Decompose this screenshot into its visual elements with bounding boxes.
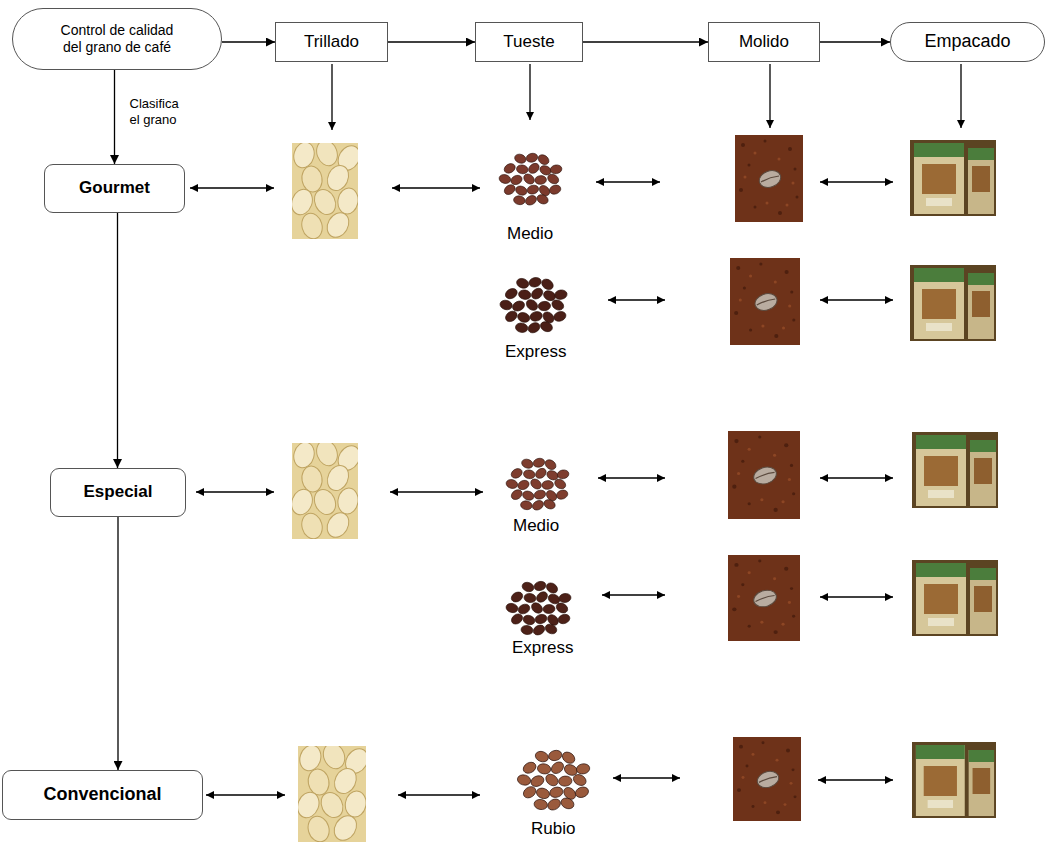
double-arrow (820, 299, 893, 300)
leader-arrows (190, 64, 961, 795)
down-arrow (960, 64, 961, 128)
node-text: Molido (739, 32, 789, 52)
process-box: Trillado (275, 22, 388, 62)
ground-coffee-photo (733, 737, 801, 821)
ground-coffee-photo (735, 135, 803, 222)
node-text: Especial (84, 482, 153, 502)
node-text: Trillado (304, 32, 359, 52)
roast-label: Express (505, 342, 566, 362)
package-photo (910, 140, 996, 216)
node-text: Convencional (43, 784, 161, 806)
process-box: Tueste (475, 22, 583, 62)
ground-coffee-photo (728, 431, 800, 519)
double-arrow (818, 779, 893, 780)
double-arrow (820, 596, 893, 597)
roast-label: Express (512, 638, 573, 658)
roasted-bean-photo (505, 580, 572, 637)
double-arrow (392, 187, 480, 188)
roast-label: Medio (513, 516, 559, 536)
green-bean-photo (288, 137, 364, 241)
flow-arrow (388, 41, 475, 42)
double-arrow (602, 594, 665, 595)
double-arrow (820, 477, 893, 478)
node-text: Empacado (924, 31, 1010, 53)
node-text: Gourmet (79, 178, 150, 198)
green-bean-photo (288, 437, 364, 541)
flow-arrow (117, 517, 118, 770)
roasted-bean-photo (516, 749, 590, 812)
double-arrow (206, 794, 285, 795)
ground-coffee-photo (728, 555, 800, 641)
down-arrow (769, 64, 770, 128)
end-terminal: Empacado (890, 22, 1045, 62)
roasted-bean-photo (505, 457, 569, 512)
node-text: Tueste (503, 32, 554, 52)
flow-arrow (583, 41, 708, 42)
package-photo (912, 560, 998, 636)
double-arrow (596, 181, 660, 182)
double-arrow (820, 181, 893, 182)
down-arrow (529, 64, 530, 120)
node-text: Control de calidad del grano de café (50, 22, 185, 56)
double-arrow (613, 777, 680, 778)
double-arrow (190, 187, 274, 188)
package-photo (912, 742, 996, 818)
grade-box: Gourmet (44, 164, 185, 213)
package-photo (912, 432, 998, 508)
double-arrow (390, 491, 483, 492)
roast-label: Medio (507, 224, 553, 244)
roasted-bean-photo (498, 152, 562, 207)
roast-label: Rubio (531, 819, 575, 839)
double-arrow (608, 299, 665, 300)
flow-arrow (117, 213, 118, 468)
flow-arrow (114, 70, 115, 164)
double-arrow (196, 491, 274, 492)
grade-box: Convencional (2, 770, 203, 820)
start-terminal: Control de calidad del grano de café (12, 8, 222, 70)
flow-arrow (820, 41, 890, 42)
photos (288, 135, 998, 844)
double-arrow (398, 794, 480, 795)
flow-arrow (222, 41, 275, 42)
process-box: Molido (708, 22, 820, 62)
grade-box: Especial (50, 468, 186, 517)
green-bean-photo (294, 740, 372, 844)
down-arrow (331, 64, 332, 130)
edge-label: Clasifica el grano (130, 96, 192, 129)
package-photo (910, 265, 996, 341)
ground-coffee-photo (730, 258, 800, 345)
roasted-bean-photo (499, 276, 568, 335)
double-arrow (598, 477, 665, 478)
